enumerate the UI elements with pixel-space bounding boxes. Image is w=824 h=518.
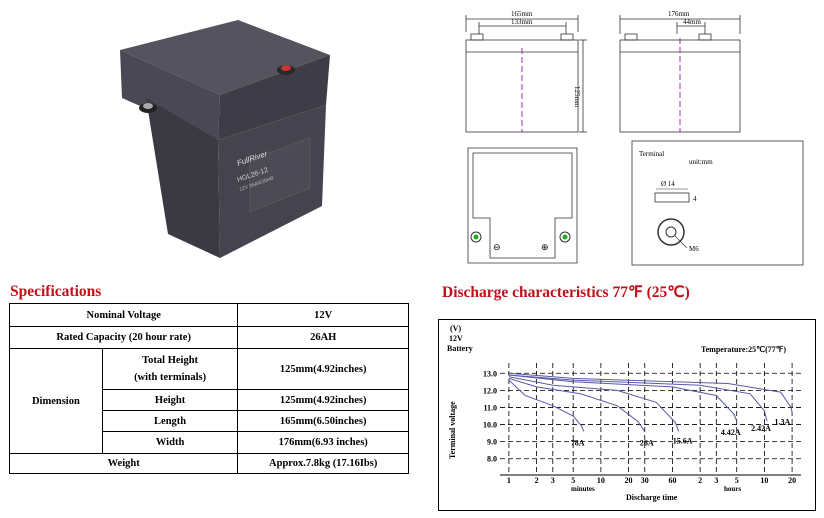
svg-text:⊕: ⊕ xyxy=(541,242,549,252)
nominal-voltage-label: Nominal Voltage xyxy=(8,303,239,327)
terminal-unit: unit:mm xyxy=(689,158,713,166)
total-height-label-line2: (with terminals) xyxy=(134,372,207,383)
y-caption-line1: 12V xyxy=(449,334,463,343)
terminal-title: Terminal xyxy=(639,150,664,158)
rated-capacity-value: 26AH xyxy=(237,326,409,349)
x-tick-label-hours: 5 xyxy=(735,476,739,485)
terminal-diameter: Ø 14 xyxy=(661,180,675,188)
dimension-label: Dimension xyxy=(9,348,103,454)
temperature-label: Temperature:25℃(77℉) xyxy=(701,345,786,354)
series-label: 4.42A xyxy=(721,428,741,437)
series-line xyxy=(508,374,738,422)
height-value: 125mm(4.92inches) xyxy=(237,389,409,411)
table-row: Dimension Total Height (with terminals) … xyxy=(9,348,409,454)
height-label: Height xyxy=(101,389,239,411)
dim-133-label: 133mm xyxy=(511,18,533,26)
table-row: Height 125mm(4.92inches) xyxy=(10,389,409,411)
total-height-label: Total Height (with terminals) xyxy=(101,348,239,390)
rated-capacity-label: Rated Capacity (20 hour rate) xyxy=(8,326,239,349)
series-label: 1.3A xyxy=(775,417,791,426)
x-tick-label-hours: 20 xyxy=(788,476,796,485)
length-label: Length xyxy=(101,410,239,432)
series-line xyxy=(508,376,680,432)
terminal-bolt: M6 xyxy=(689,245,699,253)
battery-photo: HGL26-12 12V 26Ah/20HR FullRiver xyxy=(120,20,330,258)
x-tick-label-minutes: 30 xyxy=(641,476,649,485)
discharge-heading: Discharge characteristics 77℉ (25℃) xyxy=(442,284,690,301)
x-axis-title: Discharge time xyxy=(626,493,678,502)
y-tick-label: 11.0 xyxy=(483,403,497,412)
table-row: Rated Capacity (20 hour rate) 26AH xyxy=(8,326,409,349)
dim-125-label: 125mm xyxy=(573,86,581,108)
chart-frame xyxy=(438,319,816,511)
dim-165-label: 165mm xyxy=(511,10,533,18)
x-tick-label-minutes: 10 xyxy=(597,476,605,485)
table-row: Weight Approx.7.8kg (17.16Ibs) xyxy=(8,453,409,474)
y-unit-label: (V) xyxy=(450,324,461,333)
dimension-drawings: 165mm 133mm 125mm 176mm 44mm ⊖ ⊕ Termina… xyxy=(465,10,804,266)
table-row: Width 176mm(6.93 inches) xyxy=(10,431,409,454)
weight-label: Weight xyxy=(8,453,239,474)
table-row: Length 165mm(6.50inches) xyxy=(10,410,409,432)
y-caption-line2: Battery xyxy=(447,344,473,353)
y-tick-label: 10.0 xyxy=(483,421,497,430)
x-tick-label-hours: 10 xyxy=(760,476,768,485)
series-line xyxy=(508,372,793,415)
specifications-table: Nominal Voltage 12V Rated Capacity (20 h… xyxy=(8,303,409,474)
series-label: 15.6A xyxy=(673,436,693,445)
width-label: Width xyxy=(101,431,239,454)
x-tick-label-hours: 2 xyxy=(698,476,702,485)
specifications-heading: Specifications xyxy=(10,283,102,300)
table-row: Nominal Voltage 12V xyxy=(8,303,409,327)
x-tick-label-hours: 3 xyxy=(714,476,718,485)
x-tick-label-minutes: 20 xyxy=(625,476,633,485)
dim-44-label: 44mm xyxy=(683,18,701,26)
total-height-value: 125mm(4.92inches) xyxy=(237,348,409,390)
x-tick-label-minutes: 60 xyxy=(668,476,676,485)
width-value: 176mm(6.93 inches) xyxy=(237,431,409,454)
x-tick-label-minutes: 1 xyxy=(507,476,511,485)
x-tick-label-minutes: 2 xyxy=(535,476,539,485)
x-tick-label-minutes: 3 xyxy=(551,476,555,485)
series-line xyxy=(508,379,585,432)
discharge-chart: (V) 12V Battery Temperature:25℃(77℉) Ter… xyxy=(438,319,816,511)
series-label: 2.42A xyxy=(751,424,771,433)
svg-text:⊖: ⊖ xyxy=(493,242,501,252)
series-label: 26A xyxy=(640,438,654,447)
x-tick-label-minutes: 5 xyxy=(571,476,575,485)
series-line xyxy=(508,374,768,422)
total-height-label-line1: Total Height xyxy=(142,355,199,366)
x-unit-hours: hours xyxy=(724,485,741,493)
y-axis-title: Terminal voltage xyxy=(448,401,457,459)
series-line xyxy=(508,377,646,432)
weight-value: Approx.7.8kg (17.16Ibs) xyxy=(237,453,409,474)
nominal-voltage-value: 12V xyxy=(237,303,409,327)
terminal-thickness: 4 xyxy=(693,195,697,203)
y-tick-label: 12.0 xyxy=(483,386,497,395)
dim-176-label: 176mm xyxy=(668,10,690,18)
y-tick-label: 9.0 xyxy=(487,438,497,447)
x-unit-minutes: minutes xyxy=(571,485,595,493)
y-tick-label: 13.0 xyxy=(483,369,497,378)
series-label: 78A xyxy=(571,438,585,447)
y-tick-label: 8.0 xyxy=(487,455,497,464)
length-value: 165mm(6.50inches) xyxy=(237,410,409,432)
